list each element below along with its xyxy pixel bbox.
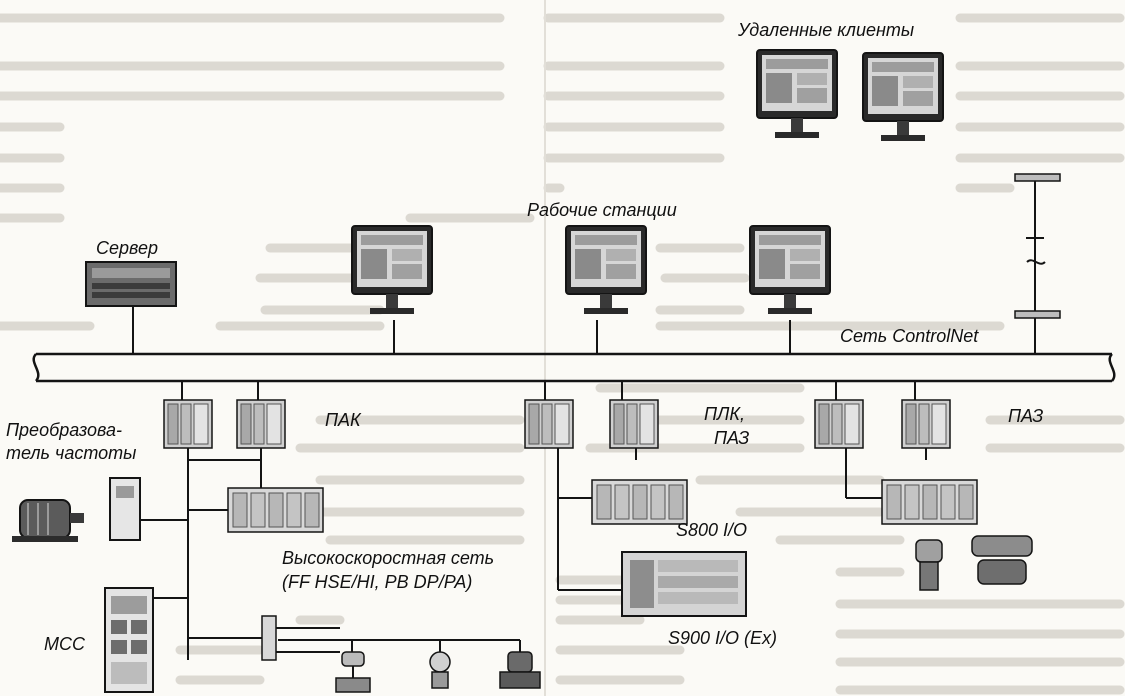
paz-valve <box>915 539 943 591</box>
pak-io-module <box>227 487 324 533</box>
remote-client-monitor <box>756 49 838 139</box>
hs-network-bridge <box>261 615 277 661</box>
workstation-monitor <box>351 225 433 315</box>
plc-controller <box>609 399 659 449</box>
label-vfd-line1: Преобразова- <box>6 420 123 440</box>
label-vfd-line2: тель частоты <box>6 443 137 463</box>
control-valve <box>335 651 371 693</box>
workstation-monitor <box>565 225 647 315</box>
plc-controller <box>524 399 574 449</box>
paz-io-module <box>881 479 978 525</box>
remote-client-monitor <box>862 52 944 142</box>
pressure-transmitter <box>429 651 451 689</box>
pak-controller <box>163 399 213 449</box>
remote-link-connector <box>1014 173 1061 182</box>
electric-motor <box>12 499 84 542</box>
label-hs-network-line2: (FF HSE/HI, PB DP/PA) <box>282 572 473 592</box>
label-paz-second: ПАЗ <box>714 428 750 448</box>
label-mcc: MCC <box>44 634 85 654</box>
vfd-drive <box>109 477 141 541</box>
label-workstations: Рабочие станции <box>527 200 677 220</box>
remote-link-connector <box>1014 310 1061 319</box>
pak-controller <box>236 399 286 449</box>
controlnet-bus <box>32 352 1116 383</box>
paz-flowmeter <box>971 535 1033 585</box>
mcc-cabinet <box>104 587 154 693</box>
label-remote-clients: Удаленные клиенты <box>738 20 915 40</box>
workstation-monitor <box>749 225 831 315</box>
label-controlnet: Сеть ControlNet <box>840 326 979 346</box>
label-server: Сервер <box>96 238 159 258</box>
label-hs-network-line1: Высокоскоростная сеть <box>282 548 495 568</box>
s800-io-module <box>591 479 688 525</box>
bus-drops <box>132 178 1046 400</box>
label-pak: ПАК <box>325 410 361 430</box>
label-s800: S800 I/O <box>676 520 748 540</box>
paz-controller <box>814 399 864 449</box>
label-s900: S900 I/O (Ex) <box>668 628 778 648</box>
label-plk: ПЛК, <box>704 404 745 424</box>
label-paz: ПАЗ <box>1008 406 1044 426</box>
server <box>85 261 177 307</box>
s900-io-rack <box>621 551 747 617</box>
paz-controller <box>901 399 951 449</box>
field-wiring <box>140 448 927 660</box>
flow-meter <box>499 651 541 689</box>
